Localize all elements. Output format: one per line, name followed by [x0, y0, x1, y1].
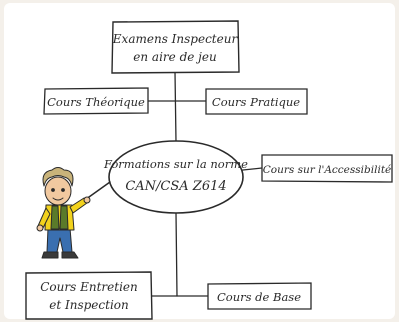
connector-lines: [147, 71, 263, 297]
accessibility-course-box: Cours sur l'Accessibilité: [261, 154, 393, 183]
maintenance-course-frame: [25, 271, 153, 320]
center-line-1: Formations sur la norme: [103, 157, 248, 171]
hair: [42, 167, 74, 187]
smile: [52, 197, 64, 201]
vest-left: [50, 205, 60, 230]
center-ellipse: [108, 140, 244, 214]
basic-course-frame: [207, 282, 312, 310]
inspector-character-illustration: [36, 167, 111, 259]
title-box-frame: [111, 20, 240, 74]
center-node: Formations sur la norme CAN/CSA Z614: [103, 140, 248, 214]
basic-course-box: Cours de Base: [207, 282, 312, 310]
left-hand: [36, 224, 44, 232]
theory-course-box: Cours Théorique: [43, 87, 149, 115]
head: [44, 176, 72, 206]
practical-course-box: Cours Pratique: [205, 88, 308, 115]
right-hand: [83, 196, 91, 204]
center-line-2: CAN/CSA Z614: [125, 179, 226, 194]
connector-title-center: [174, 71, 177, 143]
basic-course-label: Cours de Base: [217, 290, 301, 304]
left-shoe: [41, 251, 59, 259]
left-eye: [51, 188, 55, 192]
right-eye: [61, 188, 65, 192]
theory-course-label: Cours Théorique: [47, 95, 145, 109]
maintenance-course-line-2: et Inspection: [49, 298, 128, 312]
maintenance-course-line-1: Cours Entretien: [40, 280, 137, 294]
title-box-line-2: en aire de jeu: [133, 50, 216, 64]
title-box-line-1: Examens Inspecteur: [112, 32, 239, 46]
right-shoe: [61, 251, 79, 259]
shirt: [44, 204, 75, 231]
practical-course-label: Cours Pratique: [212, 95, 300, 109]
title-box: Examens Inspecteur en aire de jeu: [111, 20, 240, 74]
practical-course-frame: [205, 88, 308, 115]
connector-center-bottom: [175, 212, 178, 297]
maintenance-course-box: Cours Entretien et Inspection: [25, 271, 153, 320]
theory-course-frame: [43, 87, 149, 115]
accessibility-course-label: Cours sur l'Accessibilité: [263, 164, 392, 176]
accessibility-course-frame: [261, 154, 393, 183]
connector-center-access: [242, 167, 263, 171]
vest-right: [59, 205, 69, 230]
